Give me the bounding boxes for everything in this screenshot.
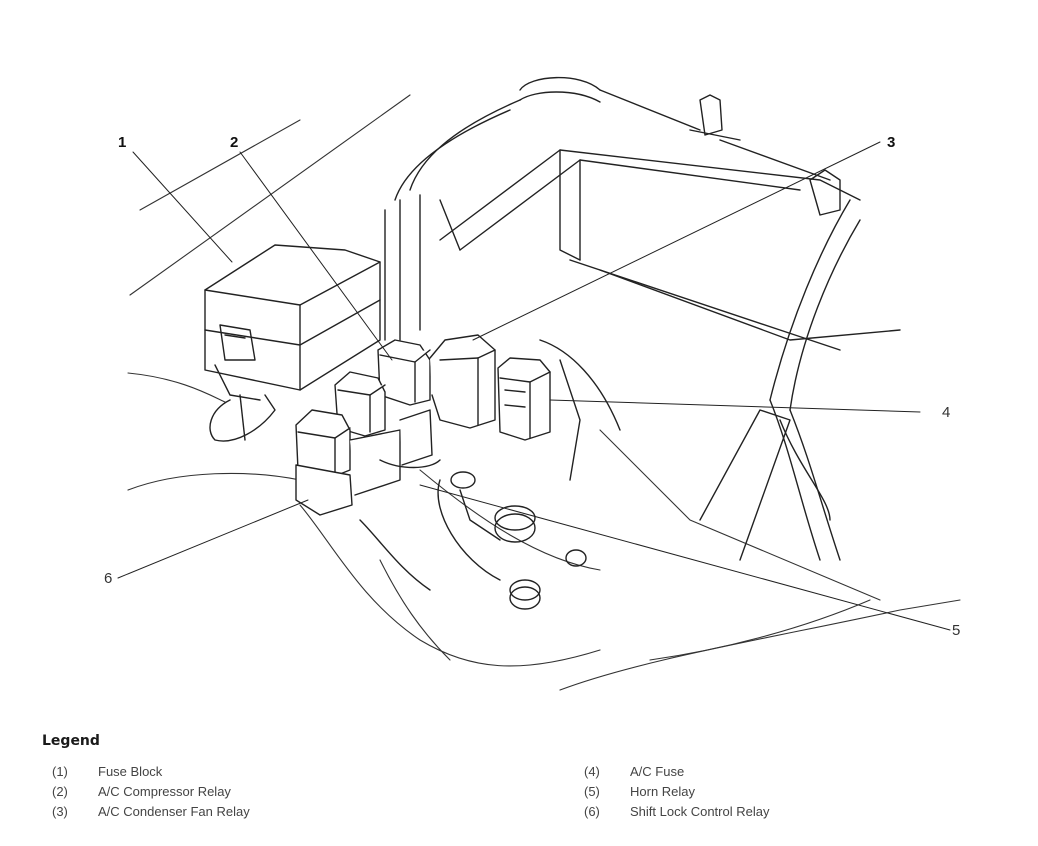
legend-item: (5) Horn Relay	[584, 782, 769, 802]
legend-column-right: (4) A/C Fuse (5) Horn Relay (6) Shift Lo…	[584, 762, 769, 822]
legend-label: A/C Fuse	[630, 764, 685, 779]
callout-3: 3	[887, 134, 896, 151]
relay-cluster	[295, 334, 551, 516]
legend-title: Legend	[42, 733, 100, 749]
engine-bay-diagram	[117, 76, 961, 691]
legend-number: (1)	[52, 764, 68, 779]
wire-harness	[539, 339, 841, 561]
legend-number: (3)	[52, 804, 68, 819]
leader-lines	[117, 141, 951, 631]
lower-components	[359, 459, 587, 610]
legend-number: (2)	[52, 784, 68, 799]
legend-item: (1) Fuse Block	[52, 762, 250, 782]
legend-label: Shift Lock Control Relay	[630, 804, 770, 819]
legend-item: (2) A/C Compressor Relay	[52, 782, 250, 802]
callout-6: 6	[104, 570, 113, 587]
callout-1: 1	[118, 134, 127, 151]
callout-2: 2	[230, 134, 239, 151]
legend-label: A/C Condenser Fan Relay	[98, 804, 250, 819]
legend-item: (4) A/C Fuse	[584, 762, 769, 782]
legend-label: Horn Relay	[630, 784, 696, 799]
legend-item: (6) Shift Lock Control Relay	[584, 802, 769, 822]
legend-label: Fuse Block	[98, 764, 163, 779]
callout-4: 4	[942, 404, 951, 421]
body-contour-lines	[127, 94, 961, 691]
callout-5: 5	[952, 622, 961, 639]
legend-label: A/C Compressor Relay	[98, 784, 231, 799]
fuse-block	[204, 244, 381, 442]
legend-number: (5)	[584, 784, 600, 799]
battery-box	[439, 89, 901, 411]
hoses	[384, 76, 601, 341]
legend-number: (4)	[584, 764, 600, 779]
legend-item: (3) A/C Condenser Fan Relay	[52, 802, 250, 822]
legend-column-left: (1) Fuse Block (2) A/C Compressor Relay …	[52, 762, 250, 822]
legend-number: (6)	[584, 804, 600, 819]
